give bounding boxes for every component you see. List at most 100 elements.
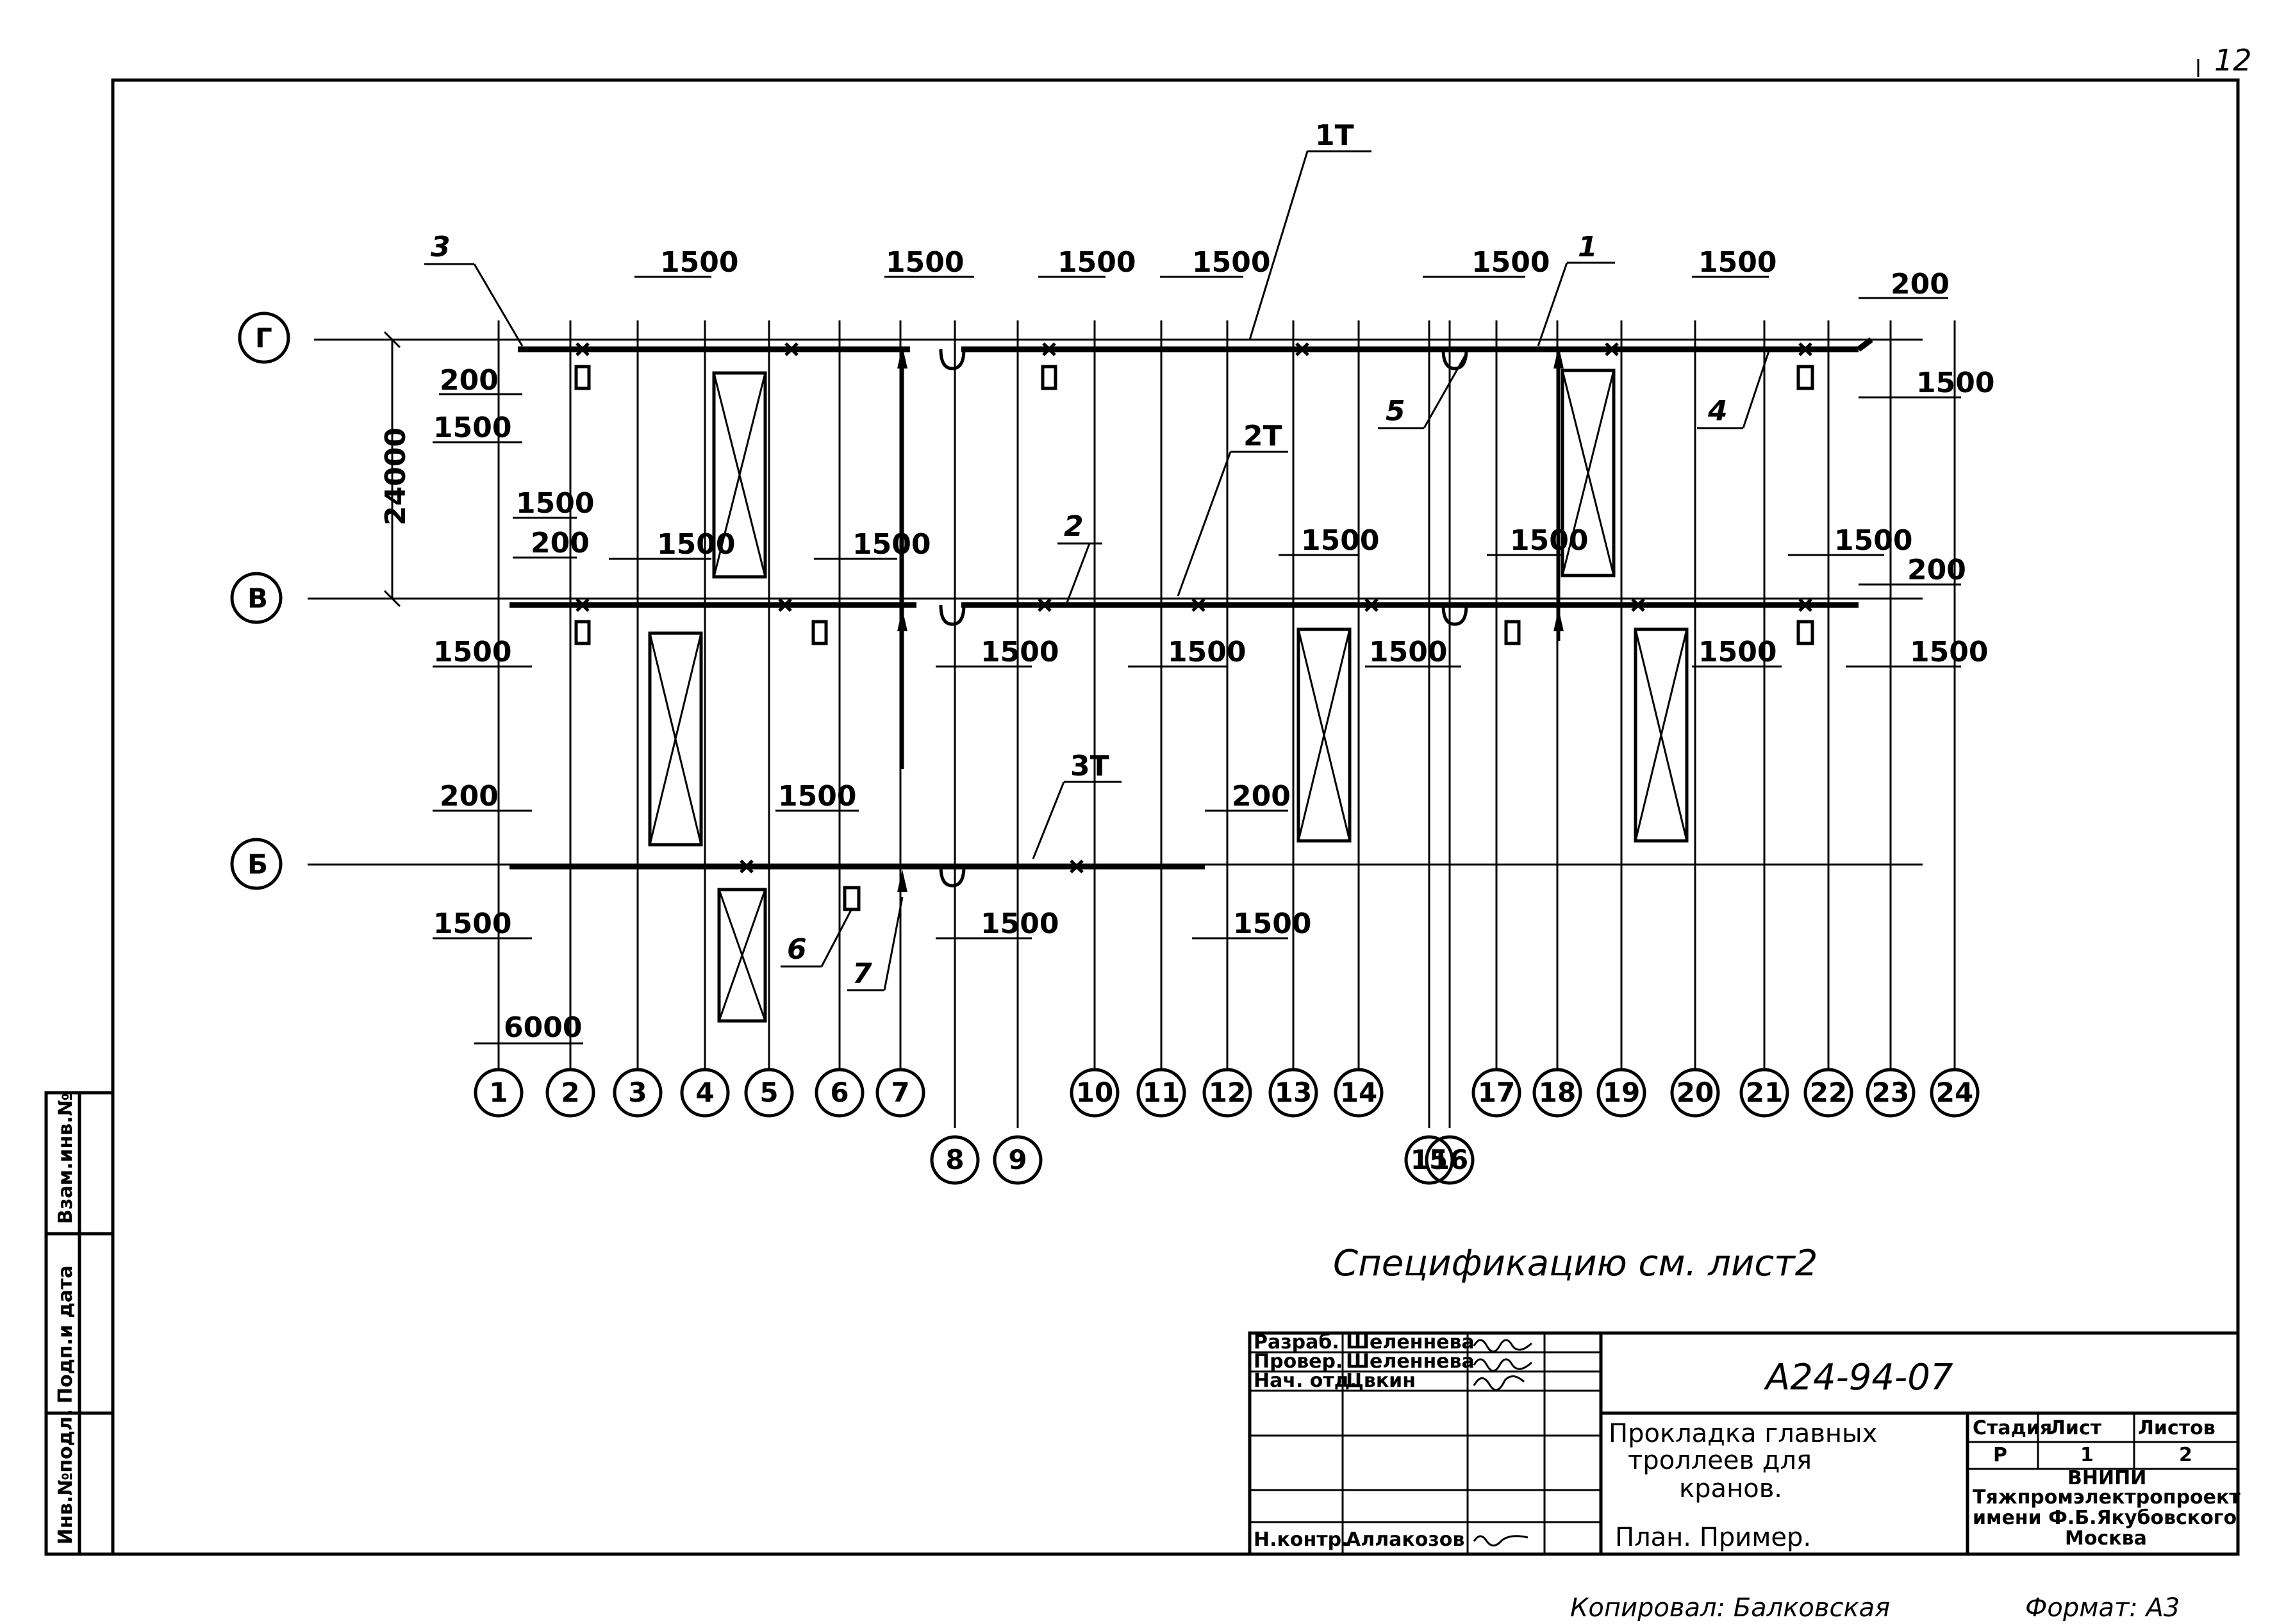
stamp-c1: Инв.№подл. bbox=[54, 1409, 77, 1545]
fixing-points bbox=[576, 342, 1812, 874]
dim-1500: 1500 bbox=[1369, 636, 1447, 668]
callout-5: 5 bbox=[1386, 395, 1405, 427]
axis-label: 8 bbox=[945, 1144, 964, 1175]
name-n-kontr: Аллакозов bbox=[1346, 1529, 1464, 1551]
fixing-point-mark bbox=[1631, 598, 1645, 612]
support-box bbox=[574, 365, 1814, 911]
dim-1500: 1500 bbox=[1233, 907, 1311, 940]
fixing-point-mark bbox=[1070, 859, 1084, 874]
dim-200: 200 bbox=[1891, 268, 1950, 301]
axis-bubble bbox=[1670, 1068, 1720, 1118]
axis-bubble bbox=[1202, 1068, 1252, 1118]
fixing-point-mark bbox=[1605, 342, 1619, 356]
dim-1500: 1500 bbox=[433, 411, 511, 444]
title-block: Разраб. Шеленнева Провер. Шеленнева Нач.… bbox=[1248, 1331, 2240, 1556]
row-label: В bbox=[247, 583, 268, 614]
column-axis-10: 10 bbox=[1070, 1068, 1120, 1118]
dim-1500: 1500 bbox=[516, 487, 594, 520]
dim-1500: 1500 bbox=[852, 528, 931, 561]
axis-label: 4 bbox=[695, 1077, 714, 1108]
dim-1500: 1500 bbox=[1910, 636, 1988, 668]
axis-label: 12 bbox=[1209, 1077, 1246, 1108]
axis-bubble bbox=[1334, 1068, 1384, 1118]
plan-drawing: 24000 6000 200 1500 1500 1500 1500 1500 … bbox=[230, 119, 1994, 1185]
axis-label: 19 bbox=[1603, 1077, 1640, 1108]
dim-1500: 1500 bbox=[660, 246, 738, 279]
column-axis-9: 9 bbox=[993, 1135, 1043, 1185]
signature bbox=[1473, 1339, 1533, 1353]
column-axis-16: 16 bbox=[1425, 1135, 1475, 1185]
axis-label: 13 bbox=[1275, 1077, 1312, 1108]
column-axis-4: 4 bbox=[680, 1068, 730, 1118]
axis-label: 3 bbox=[628, 1077, 647, 1108]
fixing-point-mark bbox=[576, 598, 590, 612]
org-line-3: имени Ф.Б.Якубовского bbox=[1973, 1507, 2237, 1529]
sheet-header: Лист bbox=[2050, 1417, 2102, 1439]
spec-note: Спецификацию см. лист2 bbox=[1333, 1243, 1818, 1284]
callout-1: 1 bbox=[1578, 231, 1598, 263]
fixing-point-mark bbox=[1042, 342, 1056, 356]
axis-label: 18 bbox=[1539, 1077, 1576, 1108]
label-1t: 1Т bbox=[1315, 119, 1354, 152]
crane-bay bbox=[1634, 627, 1689, 843]
column-axis-17: 17 bbox=[1471, 1068, 1521, 1118]
axis-bubble bbox=[474, 1068, 524, 1118]
doc-number: А24-94-07 bbox=[1764, 1357, 1953, 1398]
axis-bubble bbox=[613, 1068, 663, 1118]
stamp-c3: Взам.инв.№ bbox=[54, 1093, 77, 1224]
fixing-point-mark bbox=[1038, 598, 1052, 612]
callout-4: 4 bbox=[1707, 395, 1728, 427]
dim-1500: 1500 bbox=[1510, 524, 1588, 557]
axis-bubble bbox=[1930, 1068, 1980, 1118]
signature bbox=[1473, 1535, 1528, 1546]
crane-bay bbox=[1296, 627, 1352, 843]
axis-bubble bbox=[875, 1068, 925, 1118]
axis-label: 9 bbox=[1008, 1144, 1027, 1175]
title-line-4: План. Пример. bbox=[1615, 1523, 1811, 1552]
axis-label: 17 bbox=[1478, 1077, 1515, 1108]
dim-1500: 1500 bbox=[778, 780, 856, 813]
dim-1500: 1500 bbox=[1057, 246, 1136, 279]
fixing-point-mark bbox=[1295, 342, 1309, 356]
axis-bubble bbox=[815, 1068, 865, 1118]
callout: 1 bbox=[1537, 231, 1615, 347]
label-2t: 2Т bbox=[1243, 420, 1282, 452]
label-3t: 3Т bbox=[1070, 750, 1109, 783]
dim-1500: 1500 bbox=[981, 636, 1059, 668]
axis-label: 23 bbox=[1872, 1077, 1909, 1108]
crane-bay bbox=[712, 371, 767, 579]
trolley-label: 1Т bbox=[1248, 119, 1371, 340]
trolley-label: 3Т bbox=[1032, 750, 1122, 859]
column-axis-11: 11 bbox=[1136, 1068, 1186, 1118]
org-line-4: Москва bbox=[2065, 1527, 2147, 1550]
dim-1500: 1500 bbox=[886, 246, 964, 279]
name-prover: Шеленнева bbox=[1346, 1350, 1475, 1373]
crane-bay bbox=[648, 631, 703, 847]
callout-6: 6 bbox=[787, 933, 807, 966]
axis-label: 21 bbox=[1746, 1077, 1783, 1108]
name-nach-otd: Цвкин bbox=[1346, 1370, 1416, 1392]
axis-label: 22 bbox=[1810, 1077, 1847, 1108]
dim-200: 200 bbox=[440, 780, 499, 813]
dim-200: 200 bbox=[440, 364, 499, 397]
dim-6000: 6000 bbox=[504, 1011, 582, 1044]
signature bbox=[1473, 1375, 1525, 1391]
org-line-1: ВНИПИ bbox=[2067, 1467, 2146, 1489]
axis-bubble bbox=[1268, 1068, 1318, 1118]
row-label: Г bbox=[255, 322, 272, 354]
column-axis-20: 20 bbox=[1670, 1068, 1720, 1118]
fixing-point-mark bbox=[1191, 598, 1205, 612]
row-axis-b: Б bbox=[230, 838, 283, 890]
axis-label: 1 bbox=[489, 1077, 508, 1108]
dim-200: 200 bbox=[1232, 780, 1291, 813]
column-axis-12: 12 bbox=[1202, 1068, 1252, 1118]
axis-label: 16 bbox=[1431, 1144, 1468, 1175]
dim-1500: 1500 bbox=[433, 636, 511, 668]
org-line-2: Тяжпромэлектропроект bbox=[1973, 1486, 2240, 1509]
callout-2: 2 bbox=[1064, 510, 1084, 543]
fixing-point-mark bbox=[1798, 342, 1812, 356]
callout: 6 bbox=[781, 909, 852, 968]
callout: 4 bbox=[1697, 351, 1770, 429]
